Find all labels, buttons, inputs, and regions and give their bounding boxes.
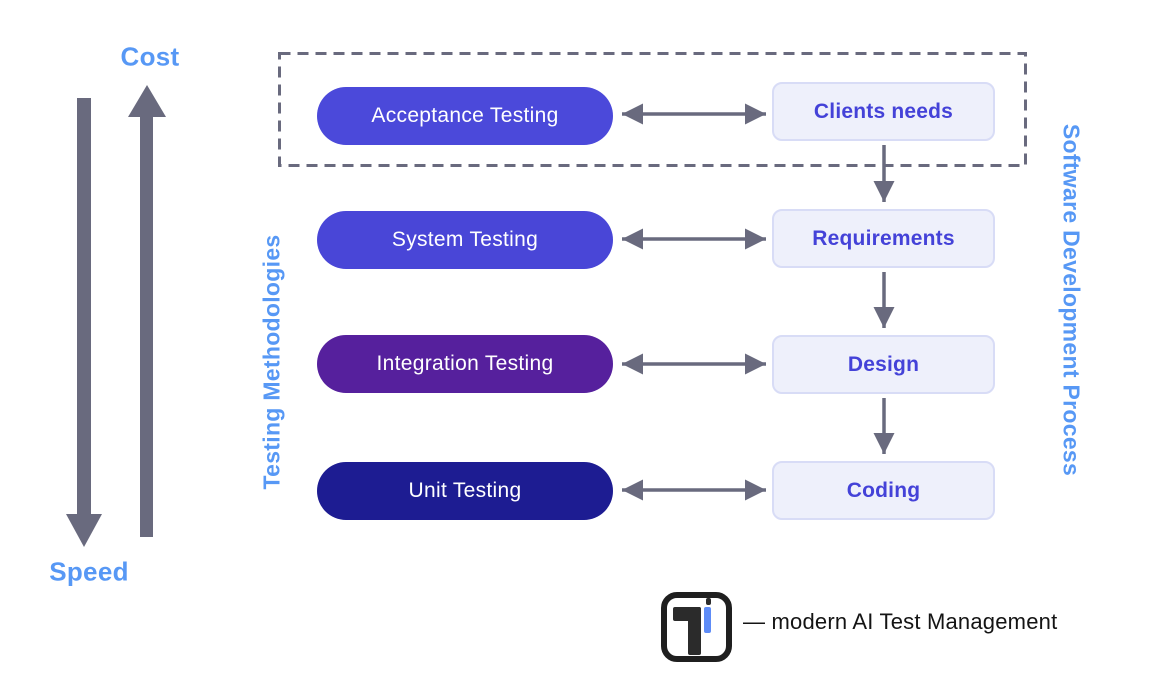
cost-label: Cost	[120, 41, 180, 72]
testomat-logo-icon	[661, 592, 732, 662]
box-clients-needs: Clients needs	[772, 82, 995, 141]
box-requirements: Requirements	[772, 209, 995, 268]
pill-integration-testing: Integration Testing	[317, 335, 613, 393]
pill-acceptance-testing: Acceptance Testing	[317, 87, 613, 145]
speed-direction-arrow-icon	[66, 98, 102, 548]
logo-blue-bar	[704, 607, 711, 633]
box-design: Design	[772, 335, 995, 394]
arrow-shaft	[140, 116, 153, 537]
testing-methodologies-label: Testing Methodologies	[258, 234, 285, 490]
speed-label: Speed	[49, 556, 129, 587]
pill-system-testing: System Testing	[317, 211, 613, 269]
box-coding: Coding	[772, 461, 995, 520]
cost-direction-arrow-icon	[128, 85, 166, 537]
logo-tick	[706, 598, 711, 605]
arrow-shaft	[77, 98, 91, 515]
arrow-head-up	[128, 85, 166, 117]
logo-stem	[688, 607, 701, 655]
arrow-head-down	[66, 514, 102, 547]
pill-unit-testing: Unit Testing	[317, 462, 613, 520]
brand-text: — modern AI Test Management	[743, 609, 1058, 634]
software-development-process-label: Software Development Process	[1058, 123, 1085, 477]
